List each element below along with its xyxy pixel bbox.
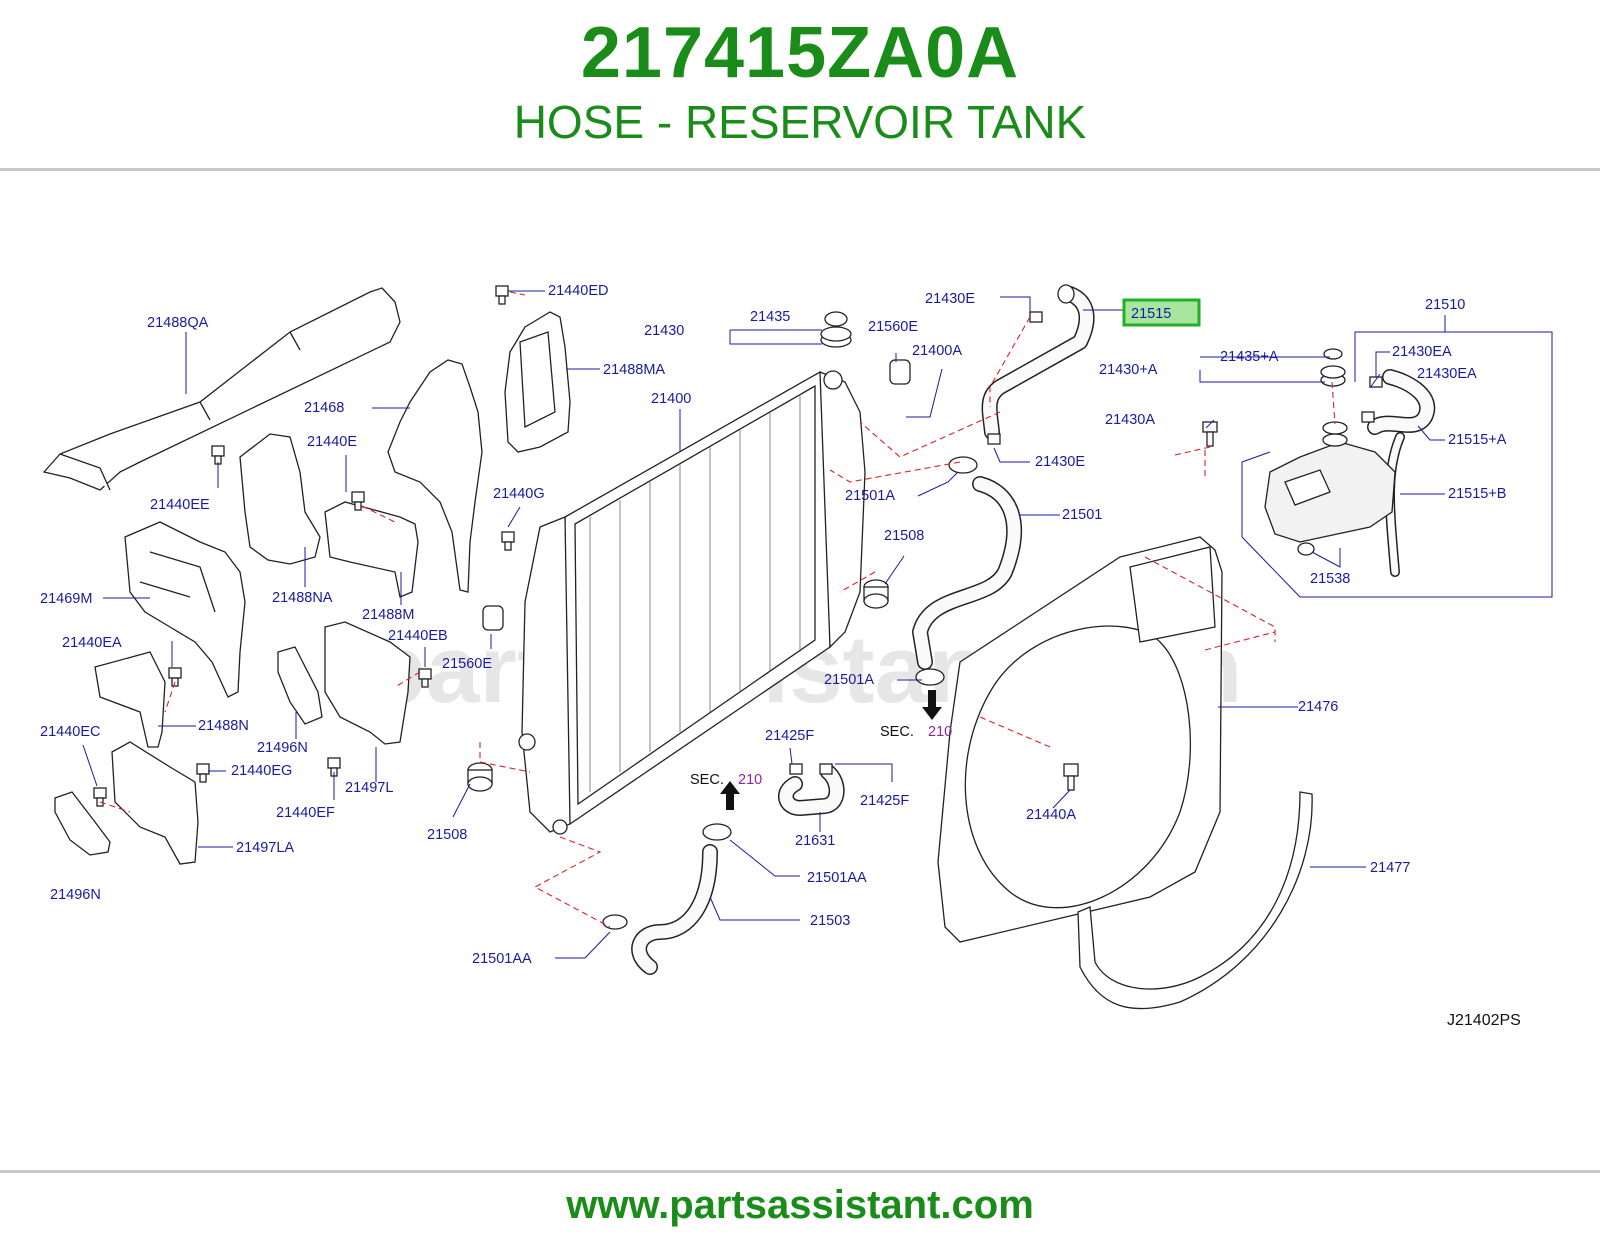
header: 217415ZA0A HOSE - RESERVOIR TANK — [0, 0, 1600, 168]
callout-21440EC[interactable]: 21440EC — [40, 724, 100, 740]
callout-21440G[interactable]: 21440G — [493, 486, 545, 502]
air-guide-21469M — [124, 521, 246, 698]
parts-diagram: partsassistant.com — [0, 172, 1600, 1167]
callout-21440A[interactable]: 21440A — [1026, 807, 1076, 823]
callout-21469M[interactable]: 21469M — [40, 591, 92, 607]
sec-label-left: SEC. — [690, 772, 724, 788]
hose-21515 — [981, 284, 1095, 440]
callout-21488QA[interactable]: 21488QA — [147, 315, 209, 331]
hose-21631 — [778, 764, 845, 816]
callout-21560E-lower[interactable]: 21560E — [442, 656, 492, 672]
hose-21503 — [631, 844, 718, 975]
bracket-21497LA — [111, 741, 199, 865]
rubber-mount-icons — [482, 359, 911, 631]
callout-21430[interactable]: 21430 — [644, 323, 684, 339]
callout-21477[interactable]: 21477 — [1370, 860, 1410, 876]
callout-21510[interactable]: 21510 — [1425, 297, 1465, 313]
reservoir-tank-21510 — [1264, 348, 1396, 556]
callout-21488NA[interactable]: 21488NA — [272, 590, 333, 606]
callout-21430EA-upper[interactable]: 21430EA — [1392, 344, 1452, 360]
callout-21435+A[interactable]: 21435+A — [1220, 349, 1279, 365]
callout-21560E-upper[interactable]: 21560E — [868, 319, 918, 335]
callout-21435[interactable]: 21435 — [750, 309, 790, 325]
callout-21425F-upper[interactable]: 21425F — [765, 728, 814, 744]
sec-number-left[interactable]: 210 — [738, 772, 762, 788]
callout-21440EB[interactable]: 21440EB — [388, 628, 448, 644]
footer-url[interactable]: www.partsassistant.com — [566, 1183, 1034, 1227]
callout-21501AA-upper[interactable]: 21501AA — [807, 870, 867, 886]
callout-21501AA-lower[interactable]: 21501AA — [472, 951, 532, 967]
callout-21425F-lower[interactable]: 21425F — [860, 793, 909, 809]
fan-shroud-lower-21477 — [1077, 791, 1313, 1010]
figure-reference: J21402PS — [1447, 1012, 1521, 1029]
callout-21488MA[interactable]: 21488MA — [603, 362, 665, 378]
callout-21508-right[interactable]: 21508 — [884, 528, 924, 544]
callout-21440EE[interactable]: 21440EE — [150, 497, 210, 513]
hose-clamp-icons — [602, 311, 1383, 930]
radiator-cap-21430 — [820, 311, 852, 348]
diagram-canvas: partsassistant.com — [40, 283, 1553, 1029]
air-guide-21488MA — [504, 311, 571, 453]
callout-21430A[interactable]: 21430A — [1105, 412, 1155, 428]
bracket-21497L — [324, 621, 411, 745]
callout-21508-left[interactable]: 21508 — [427, 827, 467, 843]
dashed-assembly-lines — [99, 291, 1336, 928]
radiator-21400 — [518, 370, 866, 835]
callout-21468[interactable]: 21468 — [304, 400, 344, 416]
clip-icons — [93, 285, 515, 807]
callout-21631[interactable]: 21631 — [795, 833, 835, 849]
callout-21515-highlighted[interactable]: 21515 — [1131, 306, 1171, 322]
callout-21430E-lower[interactable]: 21430E — [1035, 454, 1085, 470]
callout-21515+A[interactable]: 21515+A — [1448, 432, 1507, 448]
hose-21515A — [1367, 369, 1436, 435]
sec-number-right[interactable]: 210 — [928, 724, 952, 740]
seal-21496N-upper — [277, 646, 323, 725]
callout-labels: 21488QA 21440ED 21488MA 21468 21440E 214… — [40, 283, 1521, 1029]
callout-21440ED[interactable]: 21440ED — [548, 283, 608, 299]
sec-label-right: SEC. — [880, 724, 914, 740]
direction-arrow-icons — [720, 690, 942, 810]
cushion-21508-icons — [467, 579, 889, 792]
air-guide-21488NA — [239, 433, 321, 565]
callout-21440EF[interactable]: 21440EF — [276, 805, 335, 821]
hose-21501 — [912, 476, 1022, 670]
bracket-21488N — [94, 651, 166, 748]
callout-21430+A[interactable]: 21430+A — [1099, 362, 1158, 378]
callout-21488M[interactable]: 21488M — [362, 607, 414, 623]
part-number: 217415ZA0A — [580, 13, 1020, 93]
callout-21501A-lower[interactable]: 21501A — [824, 672, 874, 688]
callout-21476[interactable]: 21476 — [1298, 699, 1338, 715]
callout-21430EA-lower[interactable]: 21430EA — [1417, 366, 1477, 382]
callout-21538[interactable]: 21538 — [1310, 571, 1350, 587]
callout-21440EG[interactable]: 21440EG — [231, 763, 292, 779]
callout-21497L[interactable]: 21497L — [345, 780, 393, 796]
callout-21440EA[interactable]: 21440EA — [62, 635, 122, 651]
callout-21503[interactable]: 21503 — [810, 913, 850, 929]
callout-21440E[interactable]: 21440E — [307, 434, 357, 450]
fan-shroud-21476 — [937, 536, 1223, 943]
callout-21501A-upper[interactable]: 21501A — [845, 488, 895, 504]
air-guide-upper-21488QA — [42, 287, 401, 491]
callout-21515+B[interactable]: 21515+B — [1448, 486, 1506, 502]
bracket-21468 — [387, 359, 483, 593]
highlight-box-21515 — [1122, 298, 1201, 327]
part-name: HOSE - RESERVOIR TANK — [513, 96, 1087, 148]
callout-21501[interactable]: 21501 — [1062, 507, 1102, 523]
callout-21497LA[interactable]: 21497LA — [236, 840, 294, 856]
bracket-21488M — [324, 501, 419, 598]
callout-21488N[interactable]: 21488N — [198, 718, 249, 734]
callout-21400[interactable]: 21400 — [651, 391, 691, 407]
seal-21496N-lower — [54, 791, 111, 856]
footer-divider — [0, 1170, 1600, 1173]
callout-21430E-upper[interactable]: 21430E — [925, 291, 975, 307]
callout-21496N-lower[interactable]: 21496N — [50, 887, 101, 903]
leader-lines — [82, 290, 1553, 959]
bolt-21430A — [1202, 421, 1218, 447]
callout-21400A[interactable]: 21400A — [912, 343, 962, 359]
callout-21496N-upper[interactable]: 21496N — [257, 740, 308, 756]
header-divider — [0, 168, 1600, 171]
